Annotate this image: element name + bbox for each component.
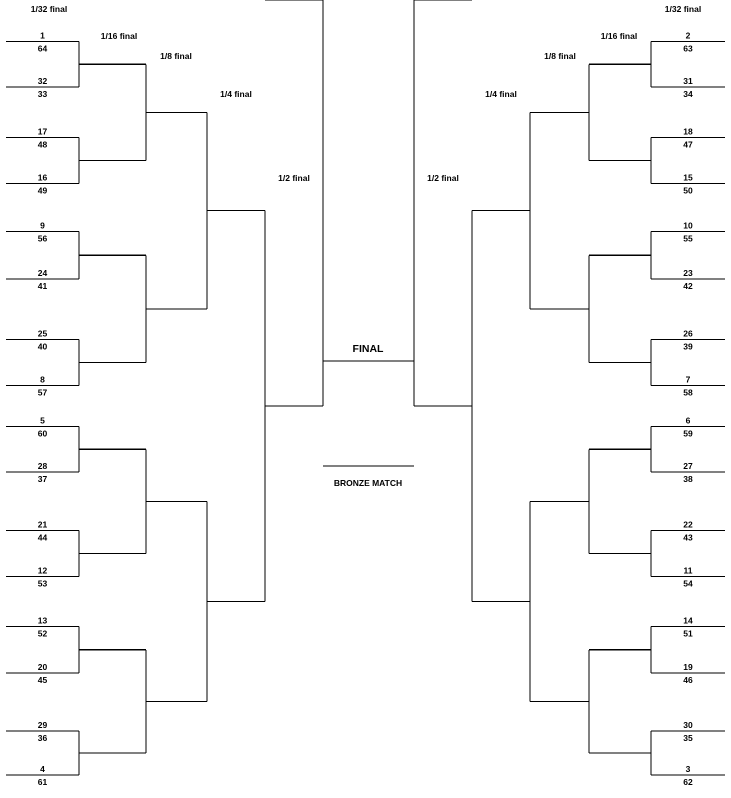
right_matches-seed-top: 7 (686, 375, 691, 385)
right_matches-seed-top: 6 (686, 416, 691, 426)
right_matches-seed-bottom: 55 (683, 234, 693, 244)
left_matches-seed-bottom: 56 (38, 234, 48, 244)
left_matches-seed-bottom: 61 (38, 777, 48, 787)
right_matches-seed-top: 30 (683, 720, 693, 730)
left_matches-seed-top: 4 (40, 764, 45, 774)
left-1-4-final-label: 1/4 final (220, 89, 252, 99)
right_matches-seed-bottom: 63 (683, 44, 693, 54)
right_matches-seed-top: 22 (683, 520, 693, 530)
left_matches-seed-bottom: 37 (38, 474, 48, 484)
left_matches-seed-top: 16 (38, 173, 48, 183)
right_matches-seed-bottom: 38 (683, 474, 693, 484)
left_matches-seed-top: 8 (40, 375, 45, 385)
left_matches-seed-top: 21 (38, 520, 48, 530)
right_matches-seed-bottom: 62 (683, 777, 693, 787)
left-1-2-final-label: 1/2 final (278, 173, 310, 183)
left_matches-seed-bottom: 36 (38, 733, 48, 743)
left_matches-seed-bottom: 44 (38, 533, 48, 543)
right-1-32-final-label: 1/32 final (665, 4, 701, 14)
left-1-16-final-label: 1/16 final (101, 31, 137, 41)
right-1-16-final-label: 1/16 final (601, 31, 637, 41)
right-1-8-final-label: 1/8 final (544, 51, 576, 61)
right_matches-seed-bottom: 43 (683, 533, 693, 543)
seed-numbers: 1643233174816499562441254085756028372144… (38, 31, 693, 788)
right_matches-seed-bottom: 35 (683, 733, 693, 743)
left_matches-seed-top: 13 (38, 616, 48, 626)
right-1-2-final-label: 1/2 final (427, 173, 459, 183)
left_matches-seed-bottom: 33 (38, 89, 48, 99)
left_matches-seed-top: 20 (38, 662, 48, 672)
right_matches-seed-top: 31 (683, 76, 693, 86)
left_matches-seed-top: 32 (38, 76, 48, 86)
left_matches-seed-bottom: 48 (38, 140, 48, 150)
left_matches-seed-top: 29 (38, 720, 48, 730)
right_matches-seed-bottom: 54 (683, 579, 693, 589)
left_matches-seed-top: 25 (38, 329, 48, 339)
right_matches-seed-bottom: 51 (683, 629, 693, 639)
final-label: FINAL (353, 343, 384, 355)
left_matches-seed-bottom: 53 (38, 579, 48, 589)
left_matches-seed-top: 5 (40, 416, 45, 426)
right_matches-seed-bottom: 39 (683, 342, 693, 352)
right_matches-seed-bottom: 47 (683, 140, 693, 150)
right_matches-seed-bottom: 59 (683, 429, 693, 439)
right_matches-seed-top: 14 (683, 616, 693, 626)
left_matches-seed-top: 9 (40, 221, 45, 231)
left-1-32-final-label: 1/32 final (31, 4, 67, 14)
right_matches-seed-top: 2 (686, 31, 691, 41)
left_matches-seed-top: 17 (38, 127, 48, 137)
right_matches-seed-bottom: 58 (683, 388, 693, 398)
right_matches-seed-top: 27 (683, 461, 693, 471)
right-1-4-final-label: 1/4 final (485, 89, 517, 99)
right_matches-seed-top: 23 (683, 268, 693, 278)
right_matches-seed-top: 18 (683, 127, 693, 137)
bracket-lines (6, 0, 725, 776)
right_matches-seed-top: 3 (686, 764, 691, 774)
left_matches-seed-top: 28 (38, 461, 48, 471)
left-1-8-final-label: 1/8 final (160, 51, 192, 61)
left_matches-seed-bottom: 40 (38, 342, 48, 352)
left_matches-seed-bottom: 64 (38, 44, 48, 54)
left_matches-seed-top: 12 (38, 566, 48, 576)
right_matches-seed-top: 10 (683, 221, 693, 231)
left_matches-seed-bottom: 57 (38, 388, 48, 398)
right_matches-seed-bottom: 34 (683, 89, 693, 99)
right_matches-seed-top: 26 (683, 329, 693, 339)
left_matches-seed-bottom: 45 (38, 675, 48, 685)
left_matches-seed-bottom: 49 (38, 186, 48, 196)
left_matches-seed-top: 1 (40, 31, 45, 41)
left_matches-seed-top: 24 (38, 268, 48, 278)
right_matches-seed-bottom: 50 (683, 186, 693, 196)
right_matches-seed-top: 15 (683, 173, 693, 183)
right_matches-seed-bottom: 42 (683, 281, 693, 291)
left_matches-seed-bottom: 52 (38, 629, 48, 639)
right_matches-seed-top: 19 (683, 662, 693, 672)
left_matches-seed-bottom: 60 (38, 429, 48, 439)
bronze-match-label: BRONZE MATCH (334, 478, 402, 488)
left_matches-seed-bottom: 41 (38, 281, 48, 291)
right_matches-seed-bottom: 46 (683, 675, 693, 685)
right_matches-seed-top: 11 (684, 566, 693, 576)
